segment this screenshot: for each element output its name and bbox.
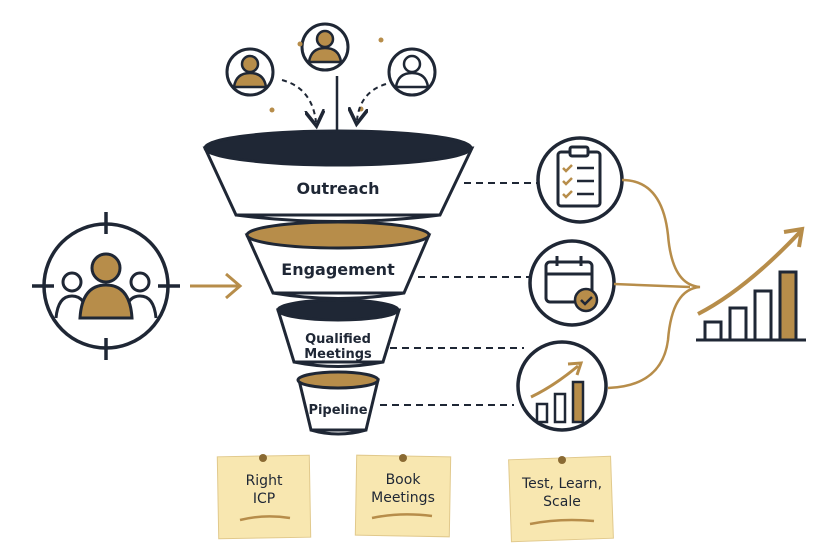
sticky-note-right-icp: Right ICP: [216, 454, 312, 540]
arrow-to-funnel: [190, 272, 243, 300]
note-line: Meetings: [371, 490, 435, 506]
note-line: Right: [246, 473, 283, 489]
sticky-note-test-learn-scale: Test, Learn, Scale: [508, 455, 614, 543]
clipboard-checklist-icon: [536, 136, 624, 224]
calendar-check-icon: [528, 239, 616, 327]
sticky-note-book-meetings: Book Meetings: [354, 454, 452, 538]
decor-dot: [269, 107, 275, 113]
note-line: Test, Learn,: [521, 476, 602, 492]
inflow-arrow-right: [357, 83, 387, 120]
person-icon-left: [225, 47, 275, 97]
person-icon-right: [387, 47, 437, 97]
stage-label: Engagement: [281, 260, 395, 279]
inflow-arrow-left: [281, 79, 316, 122]
funnel-stage-pipeline: Pipeline: [296, 370, 380, 436]
stage-label: Pipeline: [308, 403, 367, 418]
bar-chart-growth-icon: [696, 226, 806, 342]
note-line: Book: [386, 472, 422, 488]
person-icon-center: [300, 22, 350, 72]
growth-chart-icon: [516, 340, 608, 432]
stage-label: Qualified: [305, 332, 371, 347]
decor-dot: [297, 41, 303, 47]
note-line: Scale: [543, 494, 581, 510]
funnel-stage-qualified-meetings: Qualified Meetings: [275, 298, 402, 368]
brace-connector: [607, 178, 701, 390]
brace-connector-mid: [613, 282, 691, 289]
target-audience-icon: [32, 212, 180, 360]
funnel-stage-engagement: Engagement: [244, 220, 432, 300]
note-line: ICP: [253, 491, 275, 507]
decor-dot: [378, 37, 384, 43]
stage-label-line2: Meetings: [304, 347, 372, 362]
funnel-stage-outreach: Outreach: [202, 129, 475, 223]
stage-label: Outreach: [296, 179, 379, 198]
